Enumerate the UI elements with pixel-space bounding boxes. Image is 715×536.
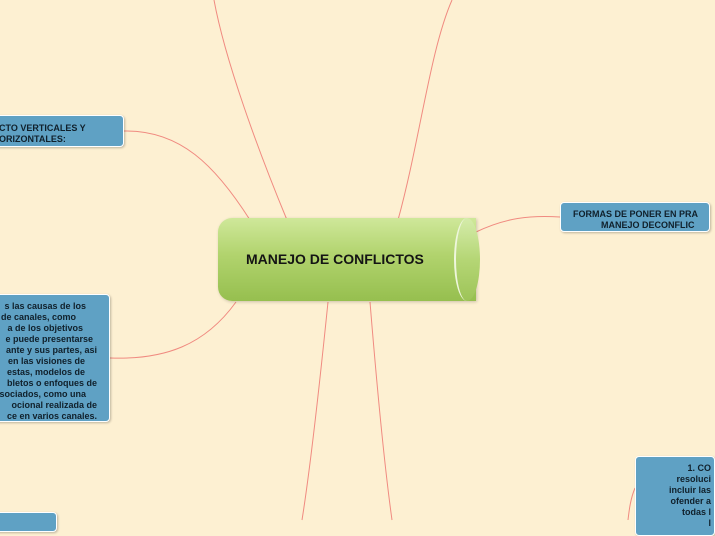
node-text-line: estas, modelos de: [6, 367, 85, 377]
connector-vertical: [123, 130, 251, 221]
node-formas-poner-en-practica[interactable]: FORMAS DE PONER EN PRA MANEJO DECONFLIC: [560, 202, 710, 232]
node-text-line: s las causas de los: [4, 301, 86, 311]
connector-co: [627, 487, 636, 521]
node-text-line: sociados, como una: [0, 389, 86, 399]
connector-bottom-right: [369, 301, 393, 521]
node-text-line: todas l: [681, 507, 711, 517]
node-text-line: ocional realizada de: [11, 400, 97, 410]
node-text-line: e puede presentarse: [5, 334, 93, 344]
connector-formas: [475, 215, 561, 233]
node-text-line: ce en varios canales.: [6, 411, 97, 421]
node-text-line: ORIZONTALES:: [0, 134, 66, 144]
node-text-line: ofender a: [670, 496, 711, 506]
node-text-line: MANEJO DECONFLIC: [601, 220, 695, 230]
central-topic-cap: [454, 218, 480, 301]
connector-lines: [109, 0, 636, 521]
node-text-line: bletos o enfoques de: [6, 378, 97, 388]
node-causas-canales[interactable]: s las causas de los de canales, como a d…: [0, 294, 110, 422]
node-text-line: a de los objetivos: [7, 323, 83, 333]
central-topic-body: [218, 218, 476, 301]
node-conflicto-vertical[interactable]: CTO VERTICALES Y ORIZONTALES:: [0, 115, 124, 147]
node-text-line: CTO VERTICALES Y: [0, 123, 86, 133]
node-text-line: 1. CO: [687, 463, 711, 473]
connector-top-left: [213, 0, 288, 221]
node-text-line: incluir las: [668, 485, 711, 495]
node-text-line: ante y sus partes, asi: [5, 345, 97, 355]
connector-top-right: [397, 0, 453, 221]
central-topic[interactable]: MANEJO DE CONFLICTOS: [218, 218, 480, 301]
node-text-line: FORMAS DE PONER EN PRA: [573, 209, 699, 219]
node-text-line: en las visiones de: [7, 356, 85, 366]
node-text-line: resoluci: [676, 474, 711, 484]
central-topic-title: MANEJO DE CONFLICTOS: [246, 251, 424, 267]
node-resolucion-co[interactable]: 1. CO resoluci incluir las ofender a tod…: [635, 456, 715, 536]
connector-causas: [109, 301, 237, 359]
node-text-line: l: [708, 518, 711, 528]
node-text-line: de canales, como: [0, 312, 76, 322]
connector-bottom-left: [301, 301, 329, 521]
node-bottom-left[interactable]: [0, 512, 57, 532]
